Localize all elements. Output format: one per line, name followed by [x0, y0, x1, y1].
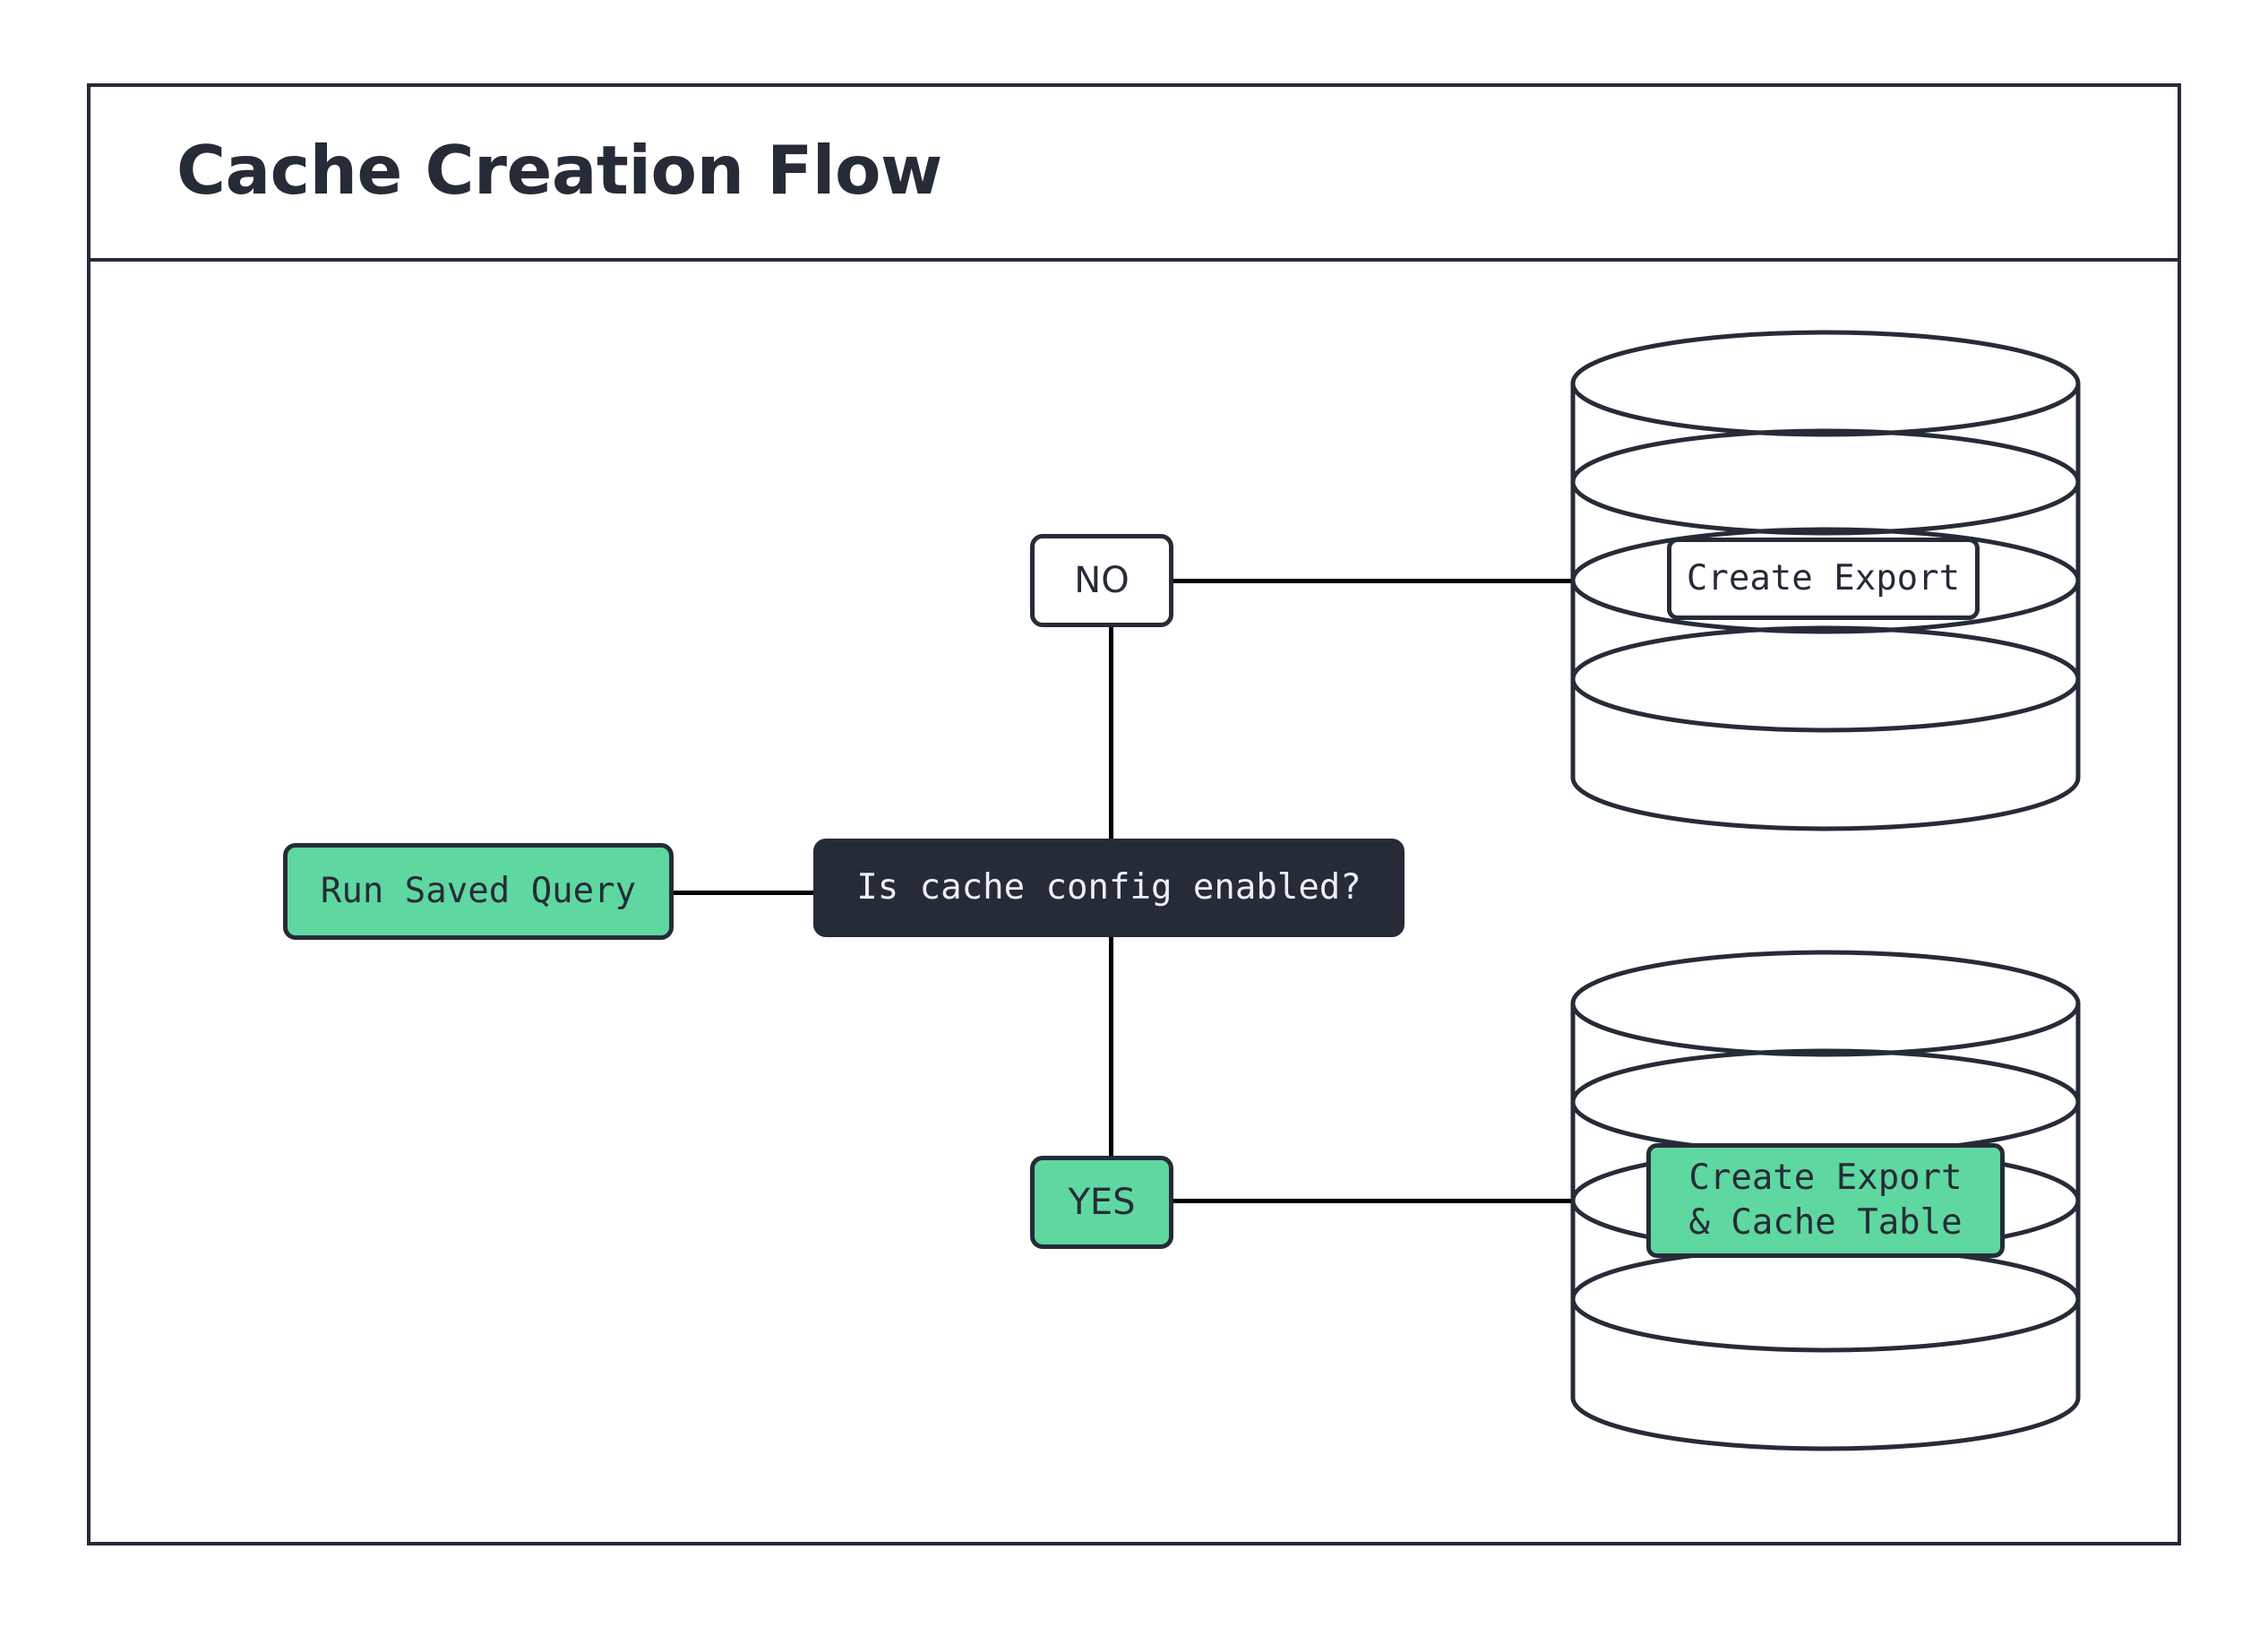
- edge-yes-to-database-cache: [1172, 1199, 1575, 1203]
- node-is-cache-config-enabled[interactable]: Is cache config enabled?: [813, 839, 1405, 937]
- node-branch-no[interactable]: NO: [1030, 534, 1173, 627]
- database-export-cache-label-line2: & Cache Table: [1688, 1202, 1963, 1243]
- edge-decision-to-no: [1109, 582, 1113, 844]
- database-export-label: Create Export: [1667, 538, 1980, 620]
- edge-no-to-database-export: [1172, 579, 1575, 583]
- database-cylinder-export-cache[interactable]: Create Export & Cache Table: [1570, 950, 2081, 1469]
- edge-start-to-decision: [674, 891, 815, 895]
- edge-decision-to-yes: [1109, 934, 1113, 1159]
- node-decision-label: Is cache config enabled?: [856, 866, 1362, 908]
- node-branch-yes[interactable]: YES: [1030, 1156, 1173, 1249]
- database-export-label-text: Create Export: [1686, 558, 1961, 599]
- diagram-frame: [87, 83, 2181, 1545]
- database-cylinder-export[interactable]: Create Export: [1570, 330, 2081, 849]
- database-export-cache-label: Create Export & Cache Table: [1646, 1143, 2005, 1258]
- node-branch-no-label: NO: [1074, 560, 1130, 601]
- node-run-saved-query-label: Run Saved Query: [320, 870, 637, 911]
- diagram-title-bar: Cache Creation Flow: [87, 83, 2181, 262]
- database-export-cache-label-line1: Create Export: [1688, 1158, 1963, 1199]
- node-run-saved-query[interactable]: Run Saved Query: [283, 843, 674, 940]
- node-branch-yes-label: YES: [1068, 1182, 1136, 1223]
- page-title: Cache Creation Flow: [176, 131, 942, 210]
